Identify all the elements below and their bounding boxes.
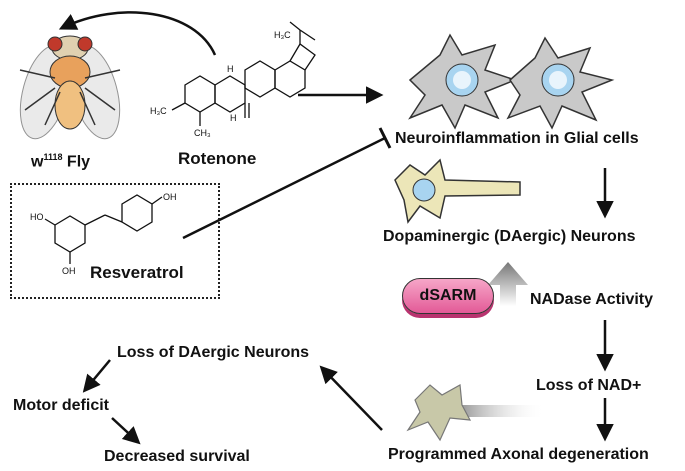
methyl-top-label: H₃C [274,30,291,40]
dopaminergic-neuron-icon [394,158,521,224]
dsarm-label: dSARM [419,287,477,304]
h2-label: H [230,113,237,123]
glial-cells-icon [408,33,615,130]
fly-label-superscript: 1118 [43,152,63,162]
fly-label-prefix: w [31,153,44,171]
axonal-label: Programmed Axonal degeneration [388,446,649,463]
oh-bottom-label: OH [62,266,76,276]
rotenone-structure-icon [171,21,316,126]
neuroinflammation-label: Neuroinflammation in Glial cells [395,130,639,147]
loss-to-motor-arrow [82,359,111,393]
fly-label: w1118 Fly [31,148,90,171]
resveratrol-box [10,183,220,299]
loss-da-label: Loss of DAergic Neurons [117,344,310,361]
resveratrol-inhibition-line [182,136,386,240]
fly-label-suffix: Fly [62,153,91,171]
loss-nad-label: Loss of NAD+ [536,377,642,394]
oh-top-label: OH [163,192,177,202]
fly-icon [19,35,121,140]
resveratrol-label: Resveratrol [90,263,184,282]
rotenone-label: Rotenone [178,149,257,168]
methoxy2-label: CH₃ [194,128,211,138]
inhibition-bar [378,127,392,149]
motor-to-survival-arrow [111,417,141,445]
methoxy1-label: H₃C [150,106,167,116]
motor-label: Motor deficit [13,397,109,414]
ho-left-label: HO [30,212,44,222]
nadase-label: NADase Activity [530,291,654,308]
increase-arrow-icon [488,262,528,306]
dsarm-pill: dSARM [402,278,494,314]
survival-label: Decreased survival [104,448,250,465]
axonal-to-loss-arrow [319,365,383,431]
degenerating-neuron-icon [406,384,545,442]
rotenone-to-fly-arrow [58,11,217,56]
resveratrol-structure-icon [44,194,163,264]
dopaminergic-label: Dopaminergic (DAergic) Neurons [383,228,636,245]
h1-label: H [227,64,234,74]
